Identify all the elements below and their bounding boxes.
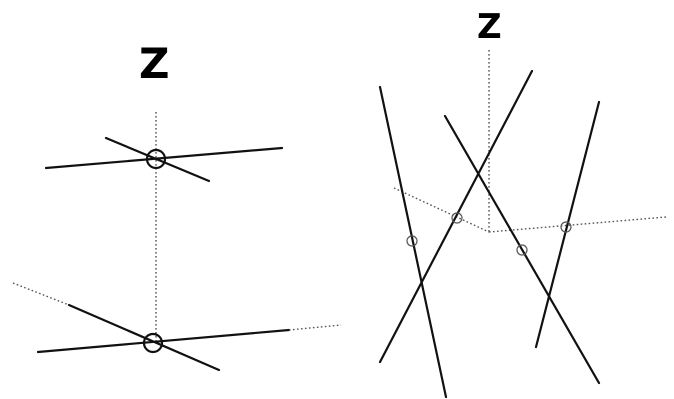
left-upper-line-b bbox=[104, 136, 211, 183]
right-line-4 bbox=[534, 100, 601, 349]
right-marker-circle-4 bbox=[560, 221, 572, 233]
right-diagram-svg bbox=[378, 50, 667, 399]
left-lower-intersection-circle bbox=[142, 332, 164, 354]
right-z-axis-label: Z bbox=[477, 7, 502, 47]
right-line-3 bbox=[443, 114, 601, 385]
right-marker-circle-3 bbox=[516, 244, 528, 256]
left-lower-line-b bbox=[67, 303, 221, 372]
left-lower-line-b-dotted-extension bbox=[12, 282, 70, 306]
right-line-1 bbox=[378, 85, 448, 399]
right-y-axis-dotted bbox=[488, 216, 667, 233]
right-marker-circle-2 bbox=[451, 212, 463, 224]
left-diagram-svg bbox=[12, 112, 342, 372]
right-x-axis-dotted bbox=[393, 187, 490, 233]
left-upper-intersection-circle bbox=[145, 148, 167, 170]
right-panel: Z bbox=[350, 0, 674, 399]
left-lower-line-a bbox=[36, 328, 291, 354]
left-lower-line-a-dotted-extension bbox=[288, 324, 342, 331]
left-z-axis-label: Z bbox=[139, 39, 170, 88]
right-marker-circle-1 bbox=[406, 235, 418, 247]
left-panel: Z bbox=[12, 39, 342, 372]
right-line-2 bbox=[378, 69, 534, 364]
